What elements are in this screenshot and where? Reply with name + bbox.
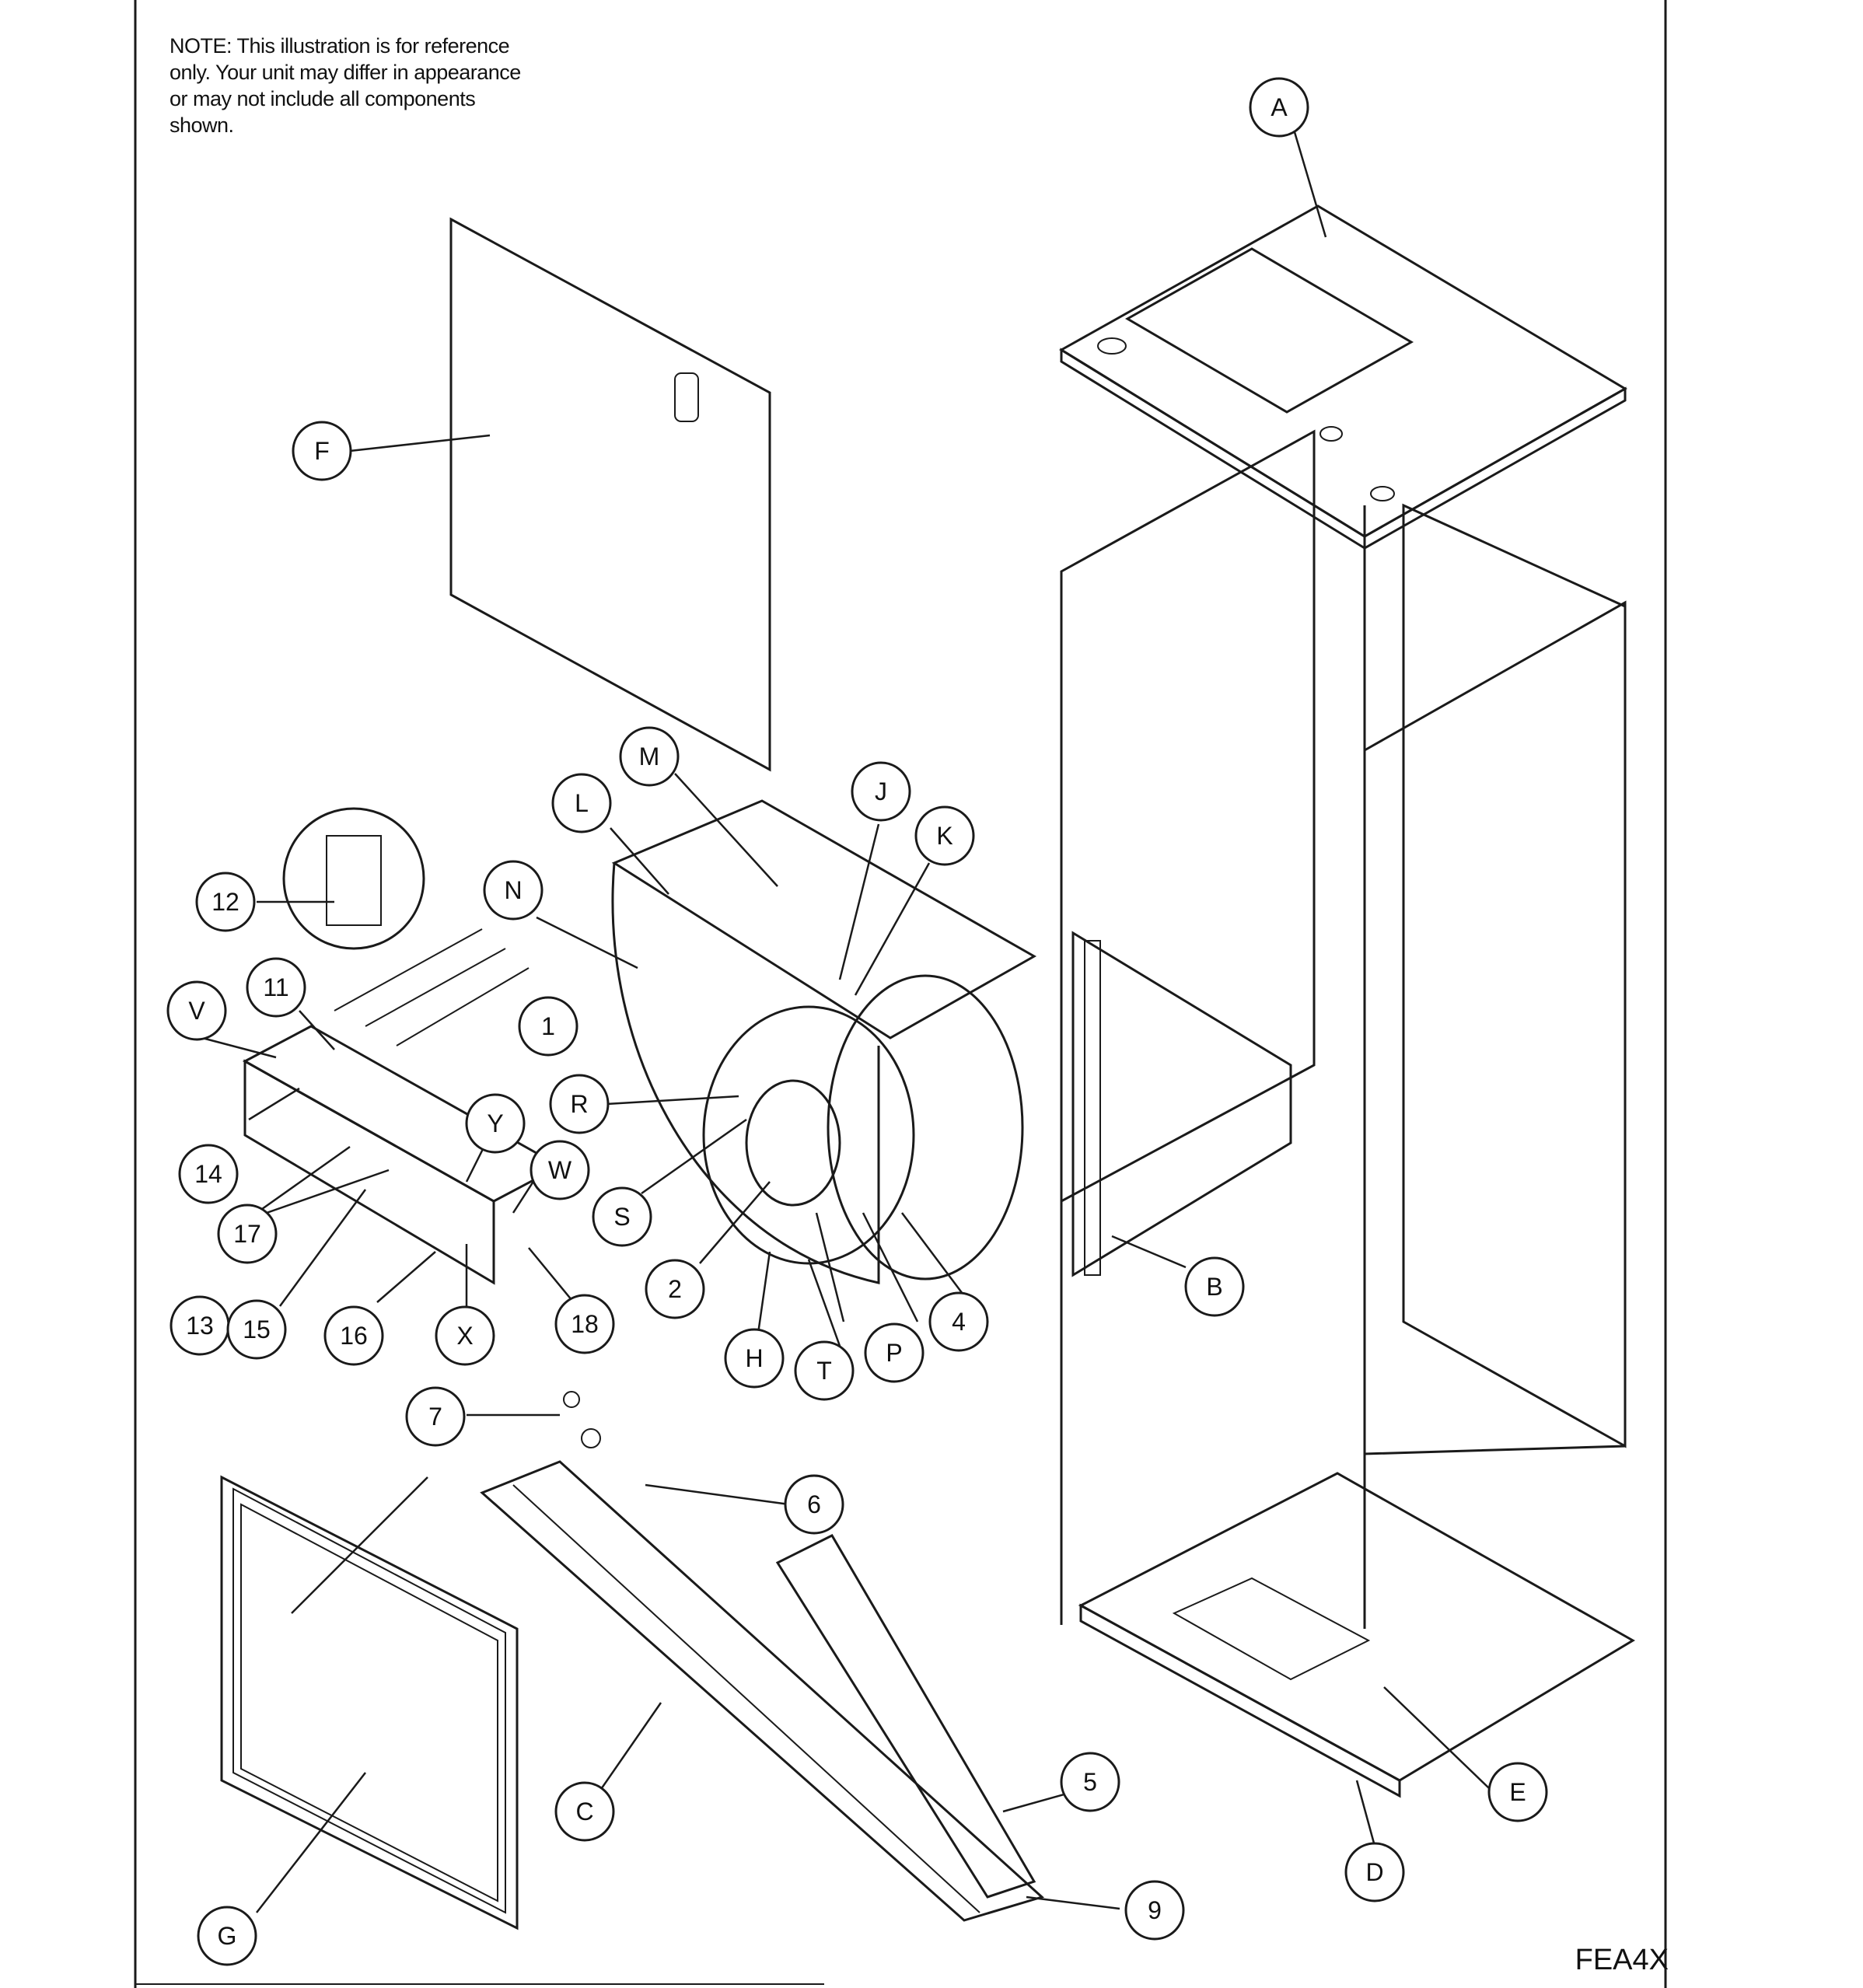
- callout-J: J: [851, 761, 911, 822]
- callout-17-label: 17: [233, 1220, 261, 1248]
- callout-14: 14: [178, 1144, 239, 1204]
- control-box: [242, 807, 563, 1285]
- callout-2: 2: [645, 1259, 705, 1319]
- bottom-panel: [1078, 1472, 1635, 1798]
- callout-A-label: A: [1271, 93, 1288, 121]
- callout-N-label: N: [504, 876, 522, 904]
- callout-D: D: [1344, 1842, 1405, 1902]
- callout-C: C: [554, 1781, 615, 1842]
- callout-5: 5: [1060, 1752, 1120, 1812]
- callout-N: N: [483, 860, 544, 921]
- callout-1: 1: [518, 996, 578, 1057]
- filter-frame: [220, 1475, 519, 1930]
- callout-16-label: 16: [340, 1322, 368, 1350]
- callout-R-label: R: [570, 1090, 588, 1118]
- callout-T: T: [794, 1340, 855, 1401]
- callout-T-label: T: [816, 1357, 832, 1385]
- callout-X-label: X: [456, 1322, 473, 1350]
- callout-11: 11: [246, 957, 306, 1018]
- callout-16: 16: [323, 1305, 384, 1366]
- callout-6-label: 6: [807, 1490, 821, 1518]
- callout-14-label: 14: [194, 1160, 222, 1188]
- callout-P: P: [864, 1322, 925, 1383]
- callout-9-label: 9: [1148, 1896, 1162, 1924]
- reference-note: NOTE: This illustration is for reference…: [170, 34, 521, 137]
- leader-lines: [201, 131, 1490, 1913]
- callout-V-label: V: [188, 997, 205, 1025]
- callout-17: 17: [217, 1204, 278, 1264]
- callout-K-label: K: [936, 822, 952, 850]
- callout-V: V: [166, 980, 227, 1041]
- callout-4-label: 4: [952, 1308, 966, 1336]
- callout-S-label: S: [613, 1203, 630, 1231]
- front-door-panel: [449, 217, 771, 772]
- callout-A: A: [1249, 77, 1309, 138]
- callout-6: 6: [784, 1474, 844, 1535]
- callout-W: W: [530, 1140, 590, 1200]
- callout-13: 13: [170, 1295, 230, 1356]
- callout-R: R: [549, 1074, 610, 1134]
- callout-13-label: 13: [186, 1312, 214, 1340]
- callout-B-label: B: [1206, 1273, 1222, 1301]
- top-panel: [1059, 204, 1627, 550]
- callout-F-label: F: [314, 437, 330, 465]
- callout-5-label: 5: [1083, 1768, 1097, 1796]
- callout-11-label: 11: [263, 973, 288, 1001]
- callout-S: S: [592, 1186, 652, 1247]
- callout-Y: Y: [465, 1093, 526, 1154]
- callout-M: M: [619, 726, 680, 787]
- callout-Y-label: Y: [487, 1109, 503, 1137]
- callout-E: E: [1487, 1762, 1548, 1822]
- callout-E-label: E: [1509, 1778, 1526, 1806]
- callout-7-label: 7: [428, 1403, 442, 1431]
- callout-X: X: [435, 1305, 495, 1366]
- callout-G: G: [197, 1906, 257, 1966]
- callout-W-label: W: [548, 1156, 572, 1184]
- callout-B: B: [1184, 1256, 1245, 1317]
- callout-L-label: L: [575, 789, 589, 817]
- callout-15: 15: [226, 1299, 287, 1360]
- callout-P-label: P: [886, 1339, 902, 1367]
- callout-9: 9: [1124, 1880, 1185, 1941]
- callout-18-label: 18: [571, 1310, 599, 1338]
- callout-G-label: G: [218, 1922, 237, 1950]
- callout-D-label: D: [1365, 1858, 1383, 1886]
- callout-H-label: H: [745, 1344, 763, 1372]
- model-code: FEA4X: [1575, 1944, 1669, 1976]
- callout-H: H: [724, 1328, 785, 1389]
- callout-1-label: 1: [541, 1012, 555, 1040]
- callout-4: 4: [928, 1291, 989, 1352]
- blower-housing: [611, 799, 1037, 1284]
- page-frame: [134, 0, 1667, 1988]
- callout-J-label: J: [875, 777, 887, 805]
- callout-12-label: 12: [211, 888, 239, 916]
- callout-15-label: 15: [243, 1315, 271, 1343]
- callout-C-label: C: [575, 1798, 593, 1826]
- callout-7: 7: [405, 1386, 466, 1447]
- callout-L: L: [551, 773, 612, 833]
- callout-K: K: [914, 805, 975, 866]
- callout-18: 18: [554, 1294, 615, 1354]
- callout-M-label: M: [639, 742, 660, 770]
- callout-12: 12: [195, 872, 256, 932]
- cabinet-shell: [1060, 429, 1627, 1629]
- callout-F: F: [292, 421, 352, 481]
- evaporator-coil: [480, 1391, 1044, 1922]
- callout-2-label: 2: [668, 1275, 682, 1303]
